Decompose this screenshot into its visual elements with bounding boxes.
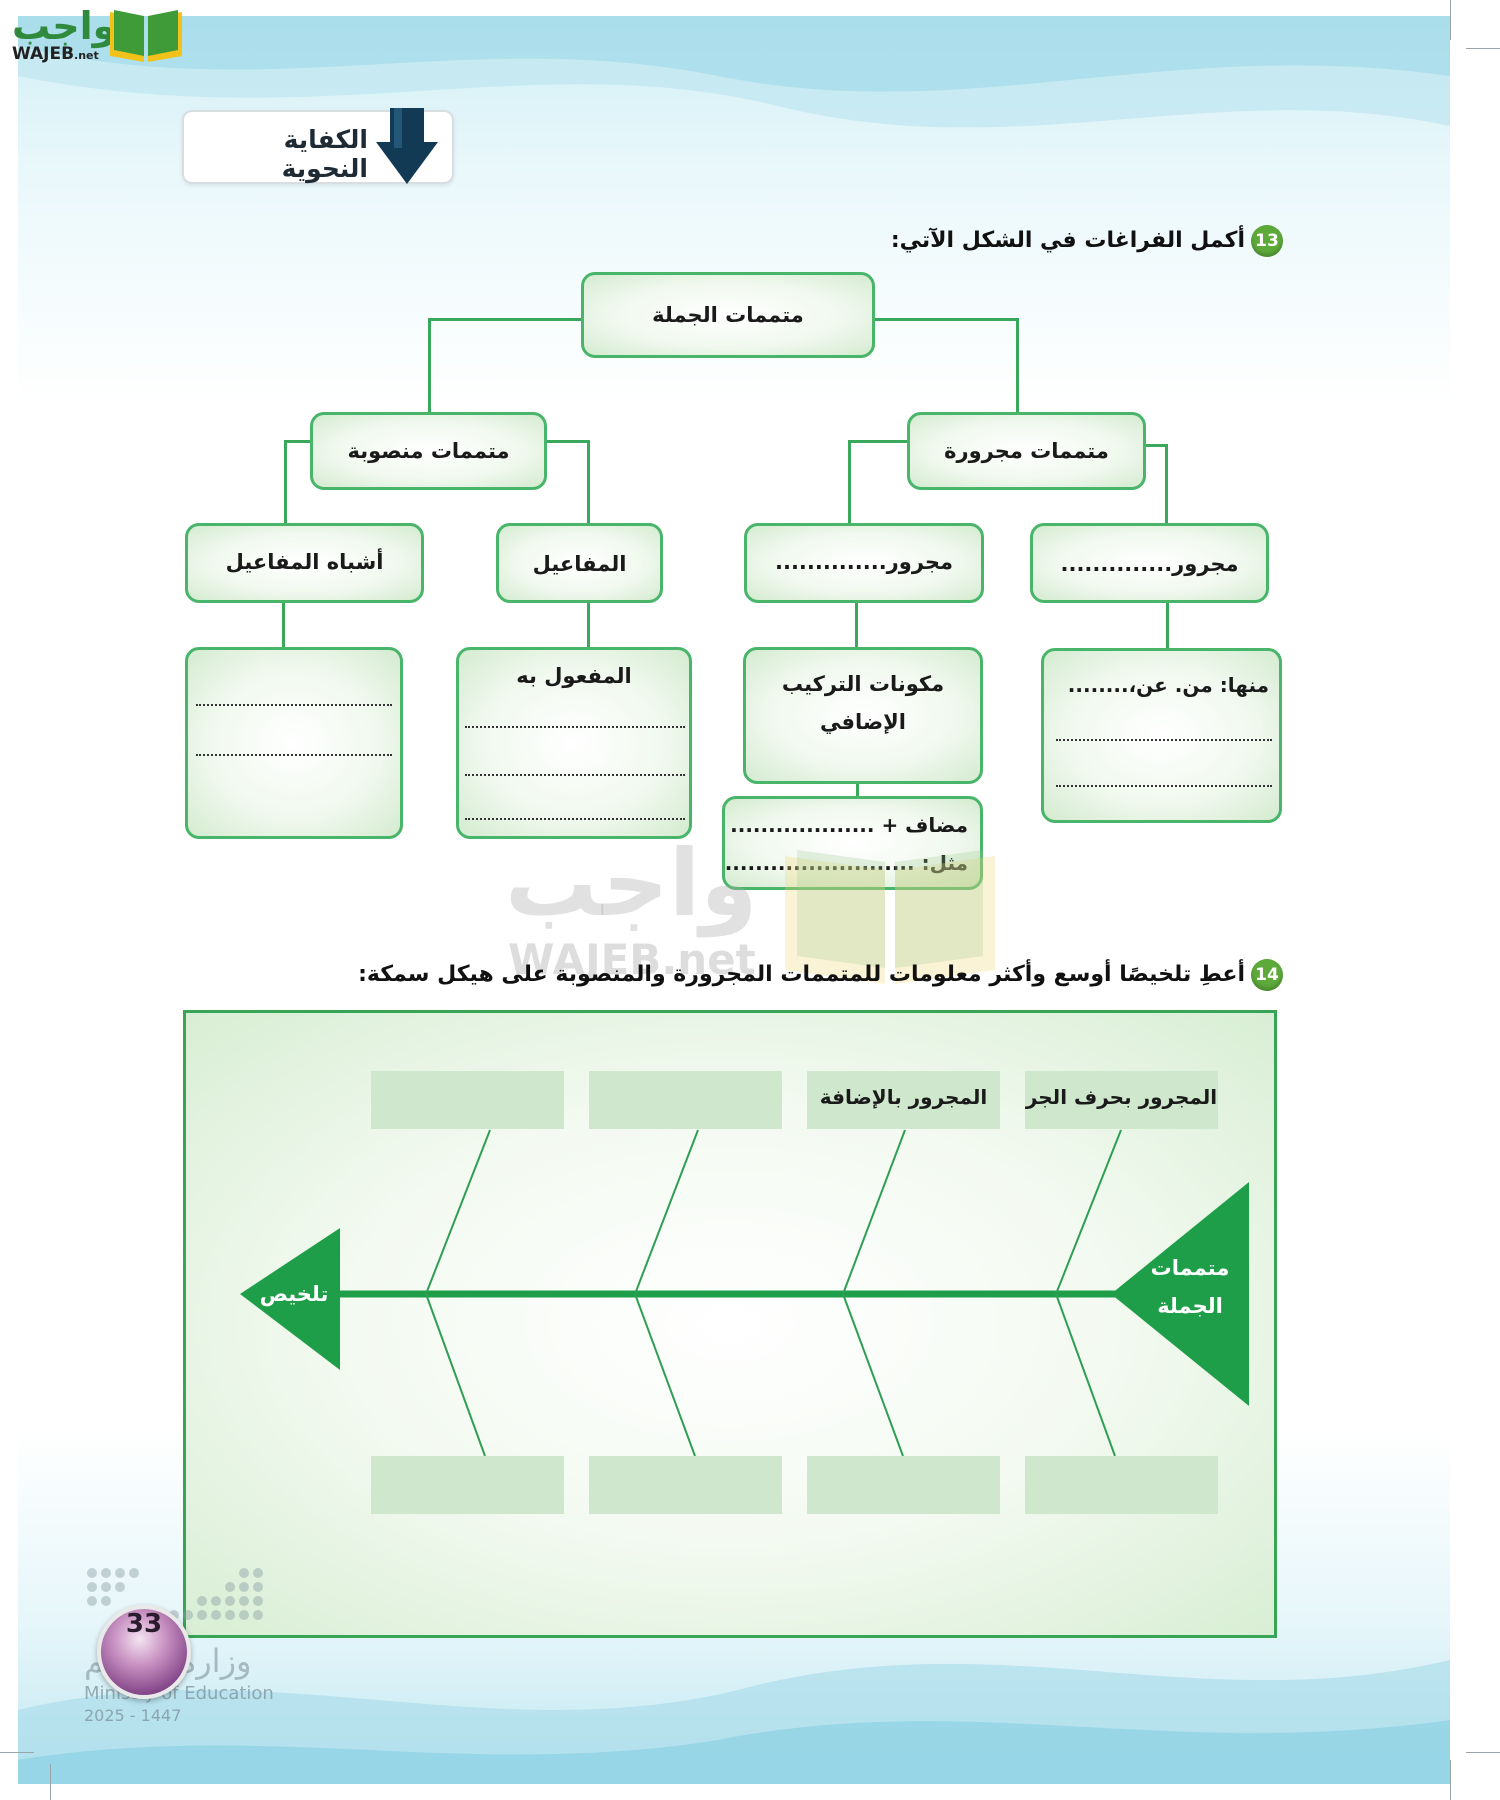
fish-bottom-box-3[interactable] (589, 1456, 782, 1514)
page-number: 33 (125, 1609, 163, 1639)
question-number-13: 13 (1251, 225, 1283, 257)
fish-top-box-1[interactable]: المجرور بحرف الجر (1025, 1071, 1218, 1129)
bottom-wave-decoration (18, 1660, 1450, 1784)
question-13-text: أكمل الفراغات في الشكل الآتي: (890, 228, 1245, 253)
fishbone-skeleton (240, 1129, 1249, 1457)
crop-mark (1466, 1752, 1500, 1753)
answer-box-ashbah[interactable] (185, 647, 403, 839)
fish-bottom-box-4[interactable] (371, 1456, 564, 1514)
answer-box-mafaeel[interactable]: المفعول به (456, 647, 692, 839)
harf-examples-line: منها: من. عن،........ (1067, 673, 1269, 697)
mithal-line: مثل: ......................... (725, 851, 968, 875)
fish-head-line1: متممات (1150, 1256, 1230, 1280)
node-accusative-complements: متممات منصوبة (310, 412, 547, 490)
logo-latin: WAJEB.net (12, 44, 99, 64)
node-ashbah-mafaeel: أشباه المفاعيل (185, 523, 424, 603)
book-icon (110, 10, 182, 62)
down-arrow-icon (376, 108, 438, 184)
watermark-arabic: واجب (505, 830, 758, 937)
node-majrur-harf[interactable]: مجرور.............. (1030, 523, 1269, 603)
crop-mark (1450, 0, 1451, 40)
page-number-badge: 33 (97, 1605, 191, 1699)
edition-year: 2025 - 1447 (84, 1706, 182, 1725)
watermark-latin: WAJEB.net (508, 935, 756, 984)
fish-bottom-box-2[interactable] (807, 1456, 1000, 1514)
node-idafa-components: مكونات التركيب الإضافي (743, 647, 983, 784)
node-majrur-idafa[interactable]: مجرور.............. (744, 523, 984, 603)
answer-box-idafa-example[interactable]: مضاف + ................... مثل: ........… (722, 796, 983, 890)
crop-mark (50, 1764, 51, 1800)
mudaf-line: مضاف + ................... (730, 813, 968, 837)
fish-top-box-3[interactable] (589, 1071, 782, 1129)
section-title: الكفاية النحوية (281, 125, 368, 183)
fish-top-box-4[interactable] (371, 1071, 564, 1129)
fish-bottom-box-1[interactable] (1025, 1456, 1218, 1514)
node-genitive-complements: متممات مجرورة (907, 412, 1146, 490)
top-wave-decoration (18, 16, 1450, 128)
node-sentence-complements: متممات الجملة (581, 272, 875, 358)
fish-top-box-2[interactable]: المجرور بالإضافة (807, 1071, 1000, 1129)
fish-tail-label: تلخيص (259, 1282, 329, 1306)
crop-mark (1450, 1760, 1451, 1800)
question-14-text: أعطِ تلخيصًا أوسع وأكثر معلومات للمتممات… (358, 962, 1245, 987)
crop-mark (0, 1752, 34, 1753)
question-number-14: 14 (1251, 959, 1283, 991)
logo-arabic: واجب (12, 4, 117, 48)
label-mafool-bih: المفعول به (516, 664, 632, 688)
watermark-book-icon (785, 850, 995, 984)
node-mafaeel: المفاعيل (496, 523, 663, 603)
crop-mark (1466, 48, 1500, 49)
answer-box-harf-examples[interactable]: منها: من. عن،........ (1041, 648, 1282, 823)
ministry-logo-dots (87, 1568, 263, 1620)
fish-head-line2: الجملة (1157, 1294, 1223, 1318)
